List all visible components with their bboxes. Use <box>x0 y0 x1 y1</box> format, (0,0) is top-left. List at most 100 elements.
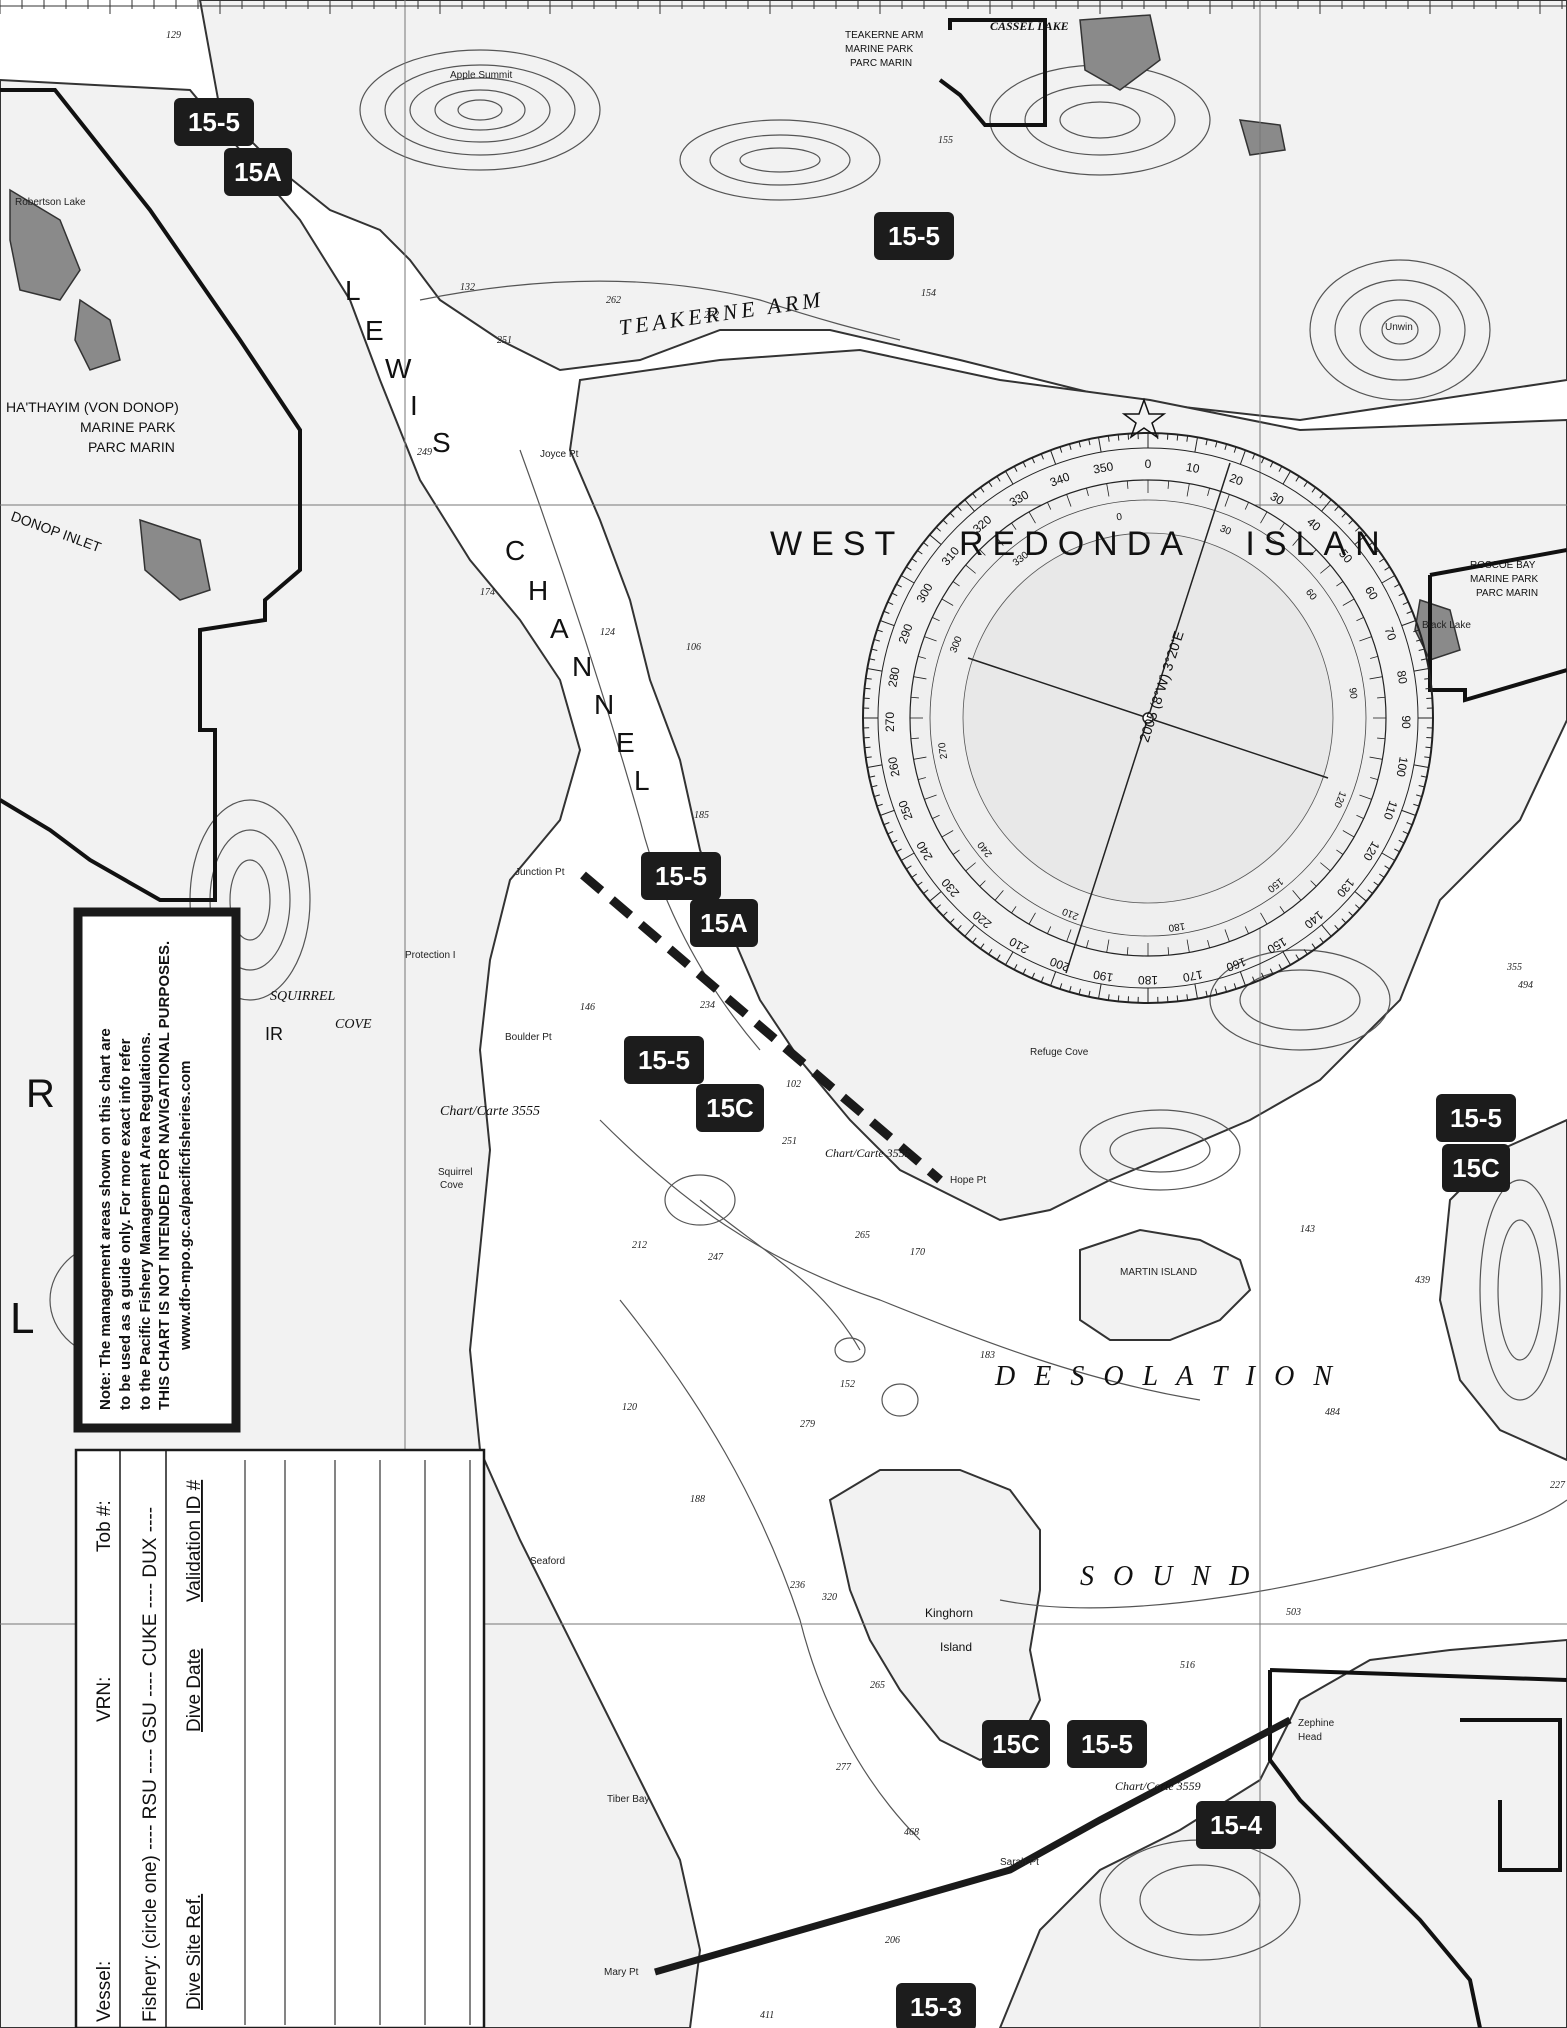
area-badge-label: 15C <box>1452 1153 1500 1183</box>
compass-magnetic-label: 270 <box>937 741 950 759</box>
depth-value: 247 <box>708 1252 724 1263</box>
depth-value: 439 <box>1415 1275 1430 1286</box>
depth-value: 227 <box>1550 1480 1566 1491</box>
compass-label: 160 <box>1224 954 1248 974</box>
compass-label: 180 <box>1138 973 1158 987</box>
top-ruler <box>0 0 1567 14</box>
depth-value: 236 <box>790 1580 805 1591</box>
channel-letter-4: N <box>572 651 592 682</box>
chart-3559-label: Chart/Carte 3559 <box>1115 1779 1201 1793</box>
compass-label: 260 <box>885 755 902 777</box>
depth-value: 183 <box>980 1350 995 1361</box>
kinghorn-island-land <box>828 1469 1042 1762</box>
compass-label: 80 <box>1394 669 1410 685</box>
southeast-land <box>998 1638 1567 2028</box>
note-line-4: THIS CHART IS NOT INTENDED FOR NAVIGATIO… <box>156 941 173 1410</box>
compass-label: 10 <box>1185 460 1201 476</box>
hope-pt-label: Hope Pt <box>950 1175 986 1186</box>
lewis-letter-5: S <box>432 427 451 458</box>
chart-3555-label-b: Chart/Carte 3555 <box>825 1146 911 1160</box>
column-dive-site-ref: Dive Site Ref. <box>184 1894 205 2010</box>
southeast-park-boundary <box>1268 1668 1567 2028</box>
apple-summit-label: Apple Summit <box>450 70 512 81</box>
east-land <box>1438 1118 1567 1462</box>
dive-log-form: Vessel: VRN: Tob #: Fishery: (circle one… <box>74 1448 486 2028</box>
area-badge: 15-5 <box>1436 1094 1516 1142</box>
mary-pt-label: Mary Pt <box>604 1967 639 1978</box>
depth-value: 279 <box>800 1419 815 1430</box>
ir-label: IR <box>265 1024 283 1044</box>
lewis-letter-2: E <box>365 315 384 346</box>
depth-value: 102 <box>786 1079 801 1090</box>
teakerne-park-line-2: MARINE PARK <box>845 44 913 55</box>
area-badge: 15A <box>690 899 758 947</box>
depth-value: 234 <box>700 1000 715 1011</box>
teakerne-park-line-3: PARC MARIN <box>850 58 912 69</box>
depth-value: 120 <box>622 1402 637 1413</box>
depth-value: 188 <box>690 1494 705 1505</box>
depth-value: 132 <box>460 282 475 293</box>
compass-magnetic-label: 30 <box>1218 523 1233 538</box>
depth-value: 262 <box>606 295 621 306</box>
depth-value: 484 <box>1325 1407 1340 1418</box>
teakerne-park-boundary <box>938 18 1047 127</box>
compass-magnetic-label: 90 <box>1346 687 1359 700</box>
depth-value: 265 <box>870 1680 885 1691</box>
fishery-line: Fishery: (circle one) ---- RSU ---- GSU … <box>140 1507 161 2022</box>
area-badge-label: 15-5 <box>1450 1103 1502 1133</box>
compass-label: 70 <box>1382 625 1400 643</box>
depth-value: 170 <box>910 1247 925 1258</box>
cortes-lake <box>139 518 211 601</box>
solid-boundary-15c-15-3 <box>654 1716 1292 1976</box>
compass-label: 90 <box>1399 715 1413 729</box>
management-lines <box>580 871 1292 1976</box>
channel-letter-7: L <box>634 765 650 796</box>
depth-value: 155 <box>938 135 953 146</box>
depth-value: 212 <box>632 1240 647 1251</box>
area-badge-label: 15C <box>992 1729 1040 1759</box>
lewis-letter-4: I <box>410 390 418 421</box>
protection-i-label: Protection I <box>405 950 456 961</box>
area-badge: 15A <box>224 148 292 196</box>
depth-value: 265 <box>855 1230 870 1241</box>
chart-3555-label-a: Chart/Carte 3555 <box>440 1104 540 1119</box>
compass-label: 100 <box>1393 756 1410 778</box>
zephine-head-line-2: Head <box>1298 1732 1322 1743</box>
vessel-label: Vessel: <box>94 1961 115 2022</box>
black-lake <box>1414 599 1461 661</box>
depth-value: 251 <box>497 335 512 346</box>
area-badge-label: 15-4 <box>1210 1810 1263 1840</box>
depth-value: 124 <box>600 627 615 638</box>
compass-label: 270 <box>883 712 897 732</box>
depth-value: 503 <box>1286 1607 1301 1618</box>
area-badge: 15-5 <box>1067 1720 1147 1768</box>
hathayim-park-line-3: PARC MARIN <box>88 439 175 455</box>
big-l-label: L <box>10 1294 34 1343</box>
depth-value: 320 <box>821 1592 837 1603</box>
unwin-label: Unwin <box>1385 322 1413 333</box>
area-badge: 15-5 <box>624 1036 704 1084</box>
form-row-lines <box>244 1460 471 2025</box>
depth-value: 152 <box>840 1379 855 1390</box>
depth-value: 185 <box>694 810 709 821</box>
area-badge: 15-3 <box>896 1983 976 2028</box>
depth-value: 154 <box>921 288 936 299</box>
compass-label: 20 <box>1228 471 1246 489</box>
compass-magnetic-label: 0 <box>1116 512 1123 524</box>
kinghorn-island-line-2: Island <box>940 1640 972 1654</box>
depth-value: 106 <box>686 642 701 653</box>
depth-value: 468 <box>904 1827 919 1838</box>
area-badge: 15C <box>1442 1144 1510 1192</box>
teakerne-park-line-1: TEAKERNE ARM <box>845 30 923 41</box>
disclaimer-note: Note: The management areas shown on this… <box>73 907 241 1433</box>
sarah-pt-label: Sarah Pt <box>1000 1857 1039 1868</box>
compass-label: 350 <box>1092 459 1114 476</box>
hathayim-park-boundary <box>0 88 302 902</box>
southeast-park-boundary-2 <box>1460 1718 1562 1872</box>
area-badge: 15C <box>696 1084 764 1132</box>
channel-letter-2: H <box>528 575 548 606</box>
area-badge: 15-5 <box>174 98 254 146</box>
depth-value: 277 <box>836 1762 852 1773</box>
